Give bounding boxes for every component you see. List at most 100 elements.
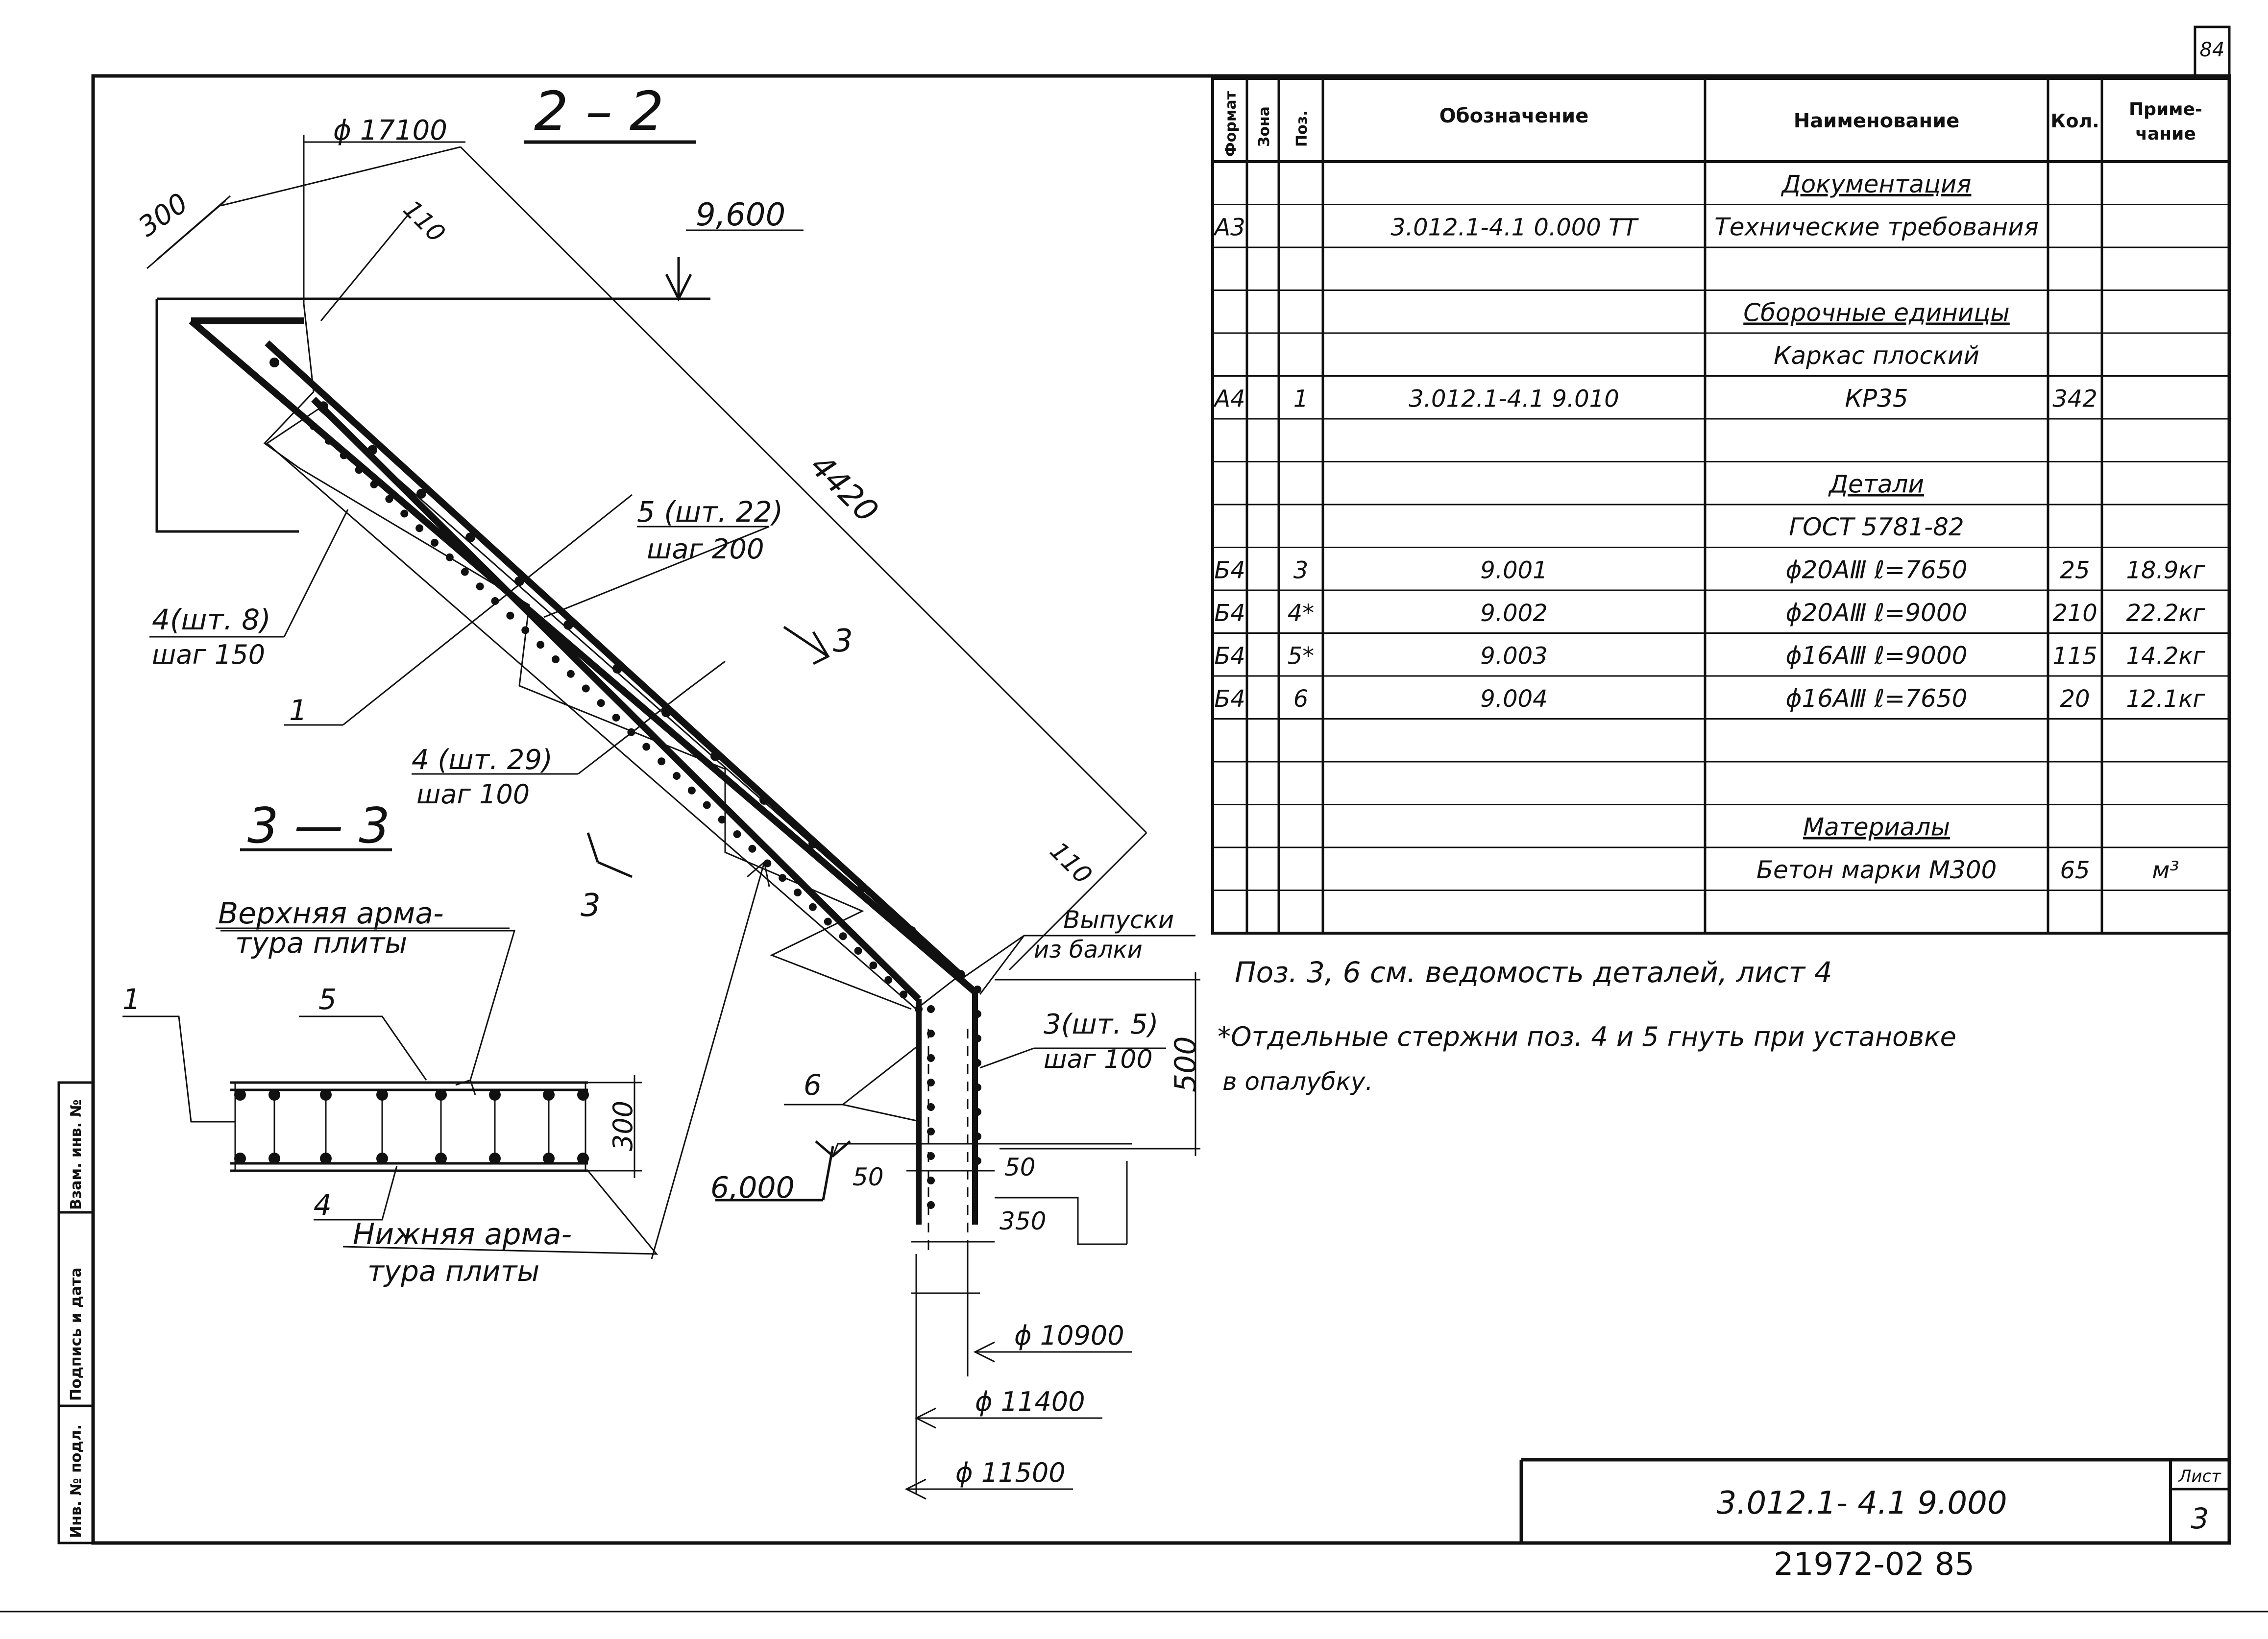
title-sheet-label: Лист: [2178, 1467, 2221, 1486]
rebar-dot: [763, 859, 772, 868]
note-line-2: *Отдельные стержни поз. 4 и 5 гнуть при …: [1218, 1021, 1956, 1052]
stamp-signature-date: Подпись и дата: [68, 1268, 85, 1401]
col-header-pos: Поз.: [1293, 110, 1311, 147]
rebar-dot: [385, 495, 393, 503]
col-header-format: Формат: [1222, 91, 1240, 157]
label-3-count: 3(шт. 5): [1044, 1009, 1158, 1040]
rebar-dot: [415, 524, 424, 532]
rebar-dot: [759, 795, 769, 805]
spec-cell-note: 22.2кг: [2126, 600, 2205, 627]
rebar-dot: [431, 539, 439, 547]
stamp-replace-inv: Взам. инв. №: [68, 1099, 85, 1210]
spec-cell-qty: 210: [2052, 600, 2097, 627]
rebar-dot: [324, 436, 333, 445]
spec-cell-name: Материалы: [1803, 813, 1950, 842]
dim-d17100: ϕ 17100: [333, 115, 447, 146]
rebar-dot: [582, 684, 590, 693]
spec-cell-designation: 9.003: [1480, 643, 1547, 670]
spec-cell-format: А3: [1213, 214, 1245, 241]
dim-110-top: 110: [398, 194, 451, 247]
rebar-dot: [974, 1059, 981, 1067]
outlets-label-1: Выпуски: [1063, 906, 1174, 934]
spec-cell-format: Б4: [1214, 557, 1245, 584]
dim-110-bottom: 110: [1045, 836, 1097, 889]
slab-rebar-dot: [489, 1153, 501, 1164]
rebar-dot: [658, 757, 666, 766]
section-3-3-title: 3 — 3: [247, 797, 390, 854]
spec-cell-pos: 6: [1293, 685, 1309, 713]
dim-50-left: 50: [853, 1163, 884, 1191]
slab-rebar-dot: [543, 1089, 555, 1101]
spec-cell-name: Каркас плоский: [1774, 341, 1979, 370]
rebar-dot: [927, 1079, 935, 1086]
page-number: 84: [2200, 39, 2225, 61]
section-mark-3-upper: 3: [833, 623, 853, 659]
spec-cell-designation: 9.002: [1480, 600, 1547, 627]
slab-rebar-dot: [577, 1089, 589, 1101]
rebar-dot: [367, 445, 377, 455]
rebar-dot: [710, 751, 720, 761]
outlets-label-2: из балки: [1034, 936, 1143, 964]
spec-cell-name: Технические требования: [1714, 213, 2039, 241]
spec-table-rowlines: [1213, 204, 2229, 891]
rebar-dot: [661, 707, 671, 718]
spec-cell-note: 18.9кг: [2126, 557, 2205, 584]
dim-4420: 4420: [803, 448, 885, 530]
rebar-dot: [927, 1005, 935, 1013]
spec-cell-qty: 342: [2052, 386, 2097, 413]
rebar-dot: [779, 874, 787, 882]
slab-rebar-dot: [268, 1089, 280, 1101]
dim-d11400: ϕ 11400: [975, 1386, 1085, 1417]
rebar-dot: [927, 1030, 935, 1037]
rebar-dot: [900, 990, 908, 999]
col-header-qty: Кол.: [2050, 110, 2099, 132]
rebar-dot: [416, 488, 426, 499]
rebar-dot: [537, 641, 545, 649]
section-2-2-drawing: [146, 135, 1200, 1500]
rebar-dot: [974, 1010, 981, 1018]
spec-cell-pos: 5*: [1288, 643, 1315, 670]
label-3-step: шаг 100: [1044, 1045, 1153, 1074]
rebar-dot: [552, 655, 560, 663]
rebar-dot: [974, 1084, 981, 1091]
spec-cell-qty: 20: [2060, 685, 2090, 713]
title-block: [1519, 1458, 2229, 1543]
rebar-dot: [869, 961, 878, 969]
spec-cell-note: 14.2кг: [2126, 643, 2205, 670]
slab-rebar-dot: [234, 1153, 246, 1164]
rebar-dot: [465, 532, 475, 543]
rebar-dot: [808, 903, 817, 911]
rebar-dot: [974, 1133, 981, 1140]
rebar-dot: [642, 743, 651, 751]
slab-rebar-dot: [320, 1153, 332, 1164]
slab-rebar-dot: [435, 1153, 447, 1164]
rebar-dot: [974, 986, 981, 993]
slab-rebar-dot: [435, 1089, 447, 1101]
rebar-dot: [824, 917, 832, 926]
top-rebar-label-1: Верхняя арма-: [218, 896, 444, 931]
slab-rebar-dot: [268, 1153, 280, 1164]
spec-cell-note: м³: [2152, 857, 2179, 884]
section-mark-3-lower: 3: [581, 888, 601, 924]
spec-cell-name: Детали: [1828, 470, 1924, 499]
rebar-dot: [854, 947, 862, 955]
slab-rebar-dot: [376, 1153, 388, 1164]
rebar-dot: [514, 576, 524, 586]
level-9600: 9,600: [696, 197, 785, 233]
label-5-count: 5 (шт. 22): [637, 495, 783, 529]
dim-3-3-300: 300: [608, 1101, 638, 1151]
col-header-note-2: чание: [2135, 124, 2196, 144]
rebar-dot: [687, 786, 696, 795]
spec-cell-pos: 4*: [1288, 600, 1315, 627]
spec-cell-name: ϕ20АⅢ ℓ=7650: [1786, 556, 1968, 584]
bottom-rebar-label-2: тура плиты: [367, 1254, 539, 1288]
col-header-designation: Обозначение: [1439, 105, 1589, 127]
rebar-dot: [370, 481, 378, 488]
rebar-dot: [927, 1152, 935, 1160]
label-4a-count: 4(шт. 8): [152, 603, 271, 636]
spec-cell-name: Документация: [1781, 170, 1972, 198]
rebar-dot: [927, 1128, 935, 1135]
